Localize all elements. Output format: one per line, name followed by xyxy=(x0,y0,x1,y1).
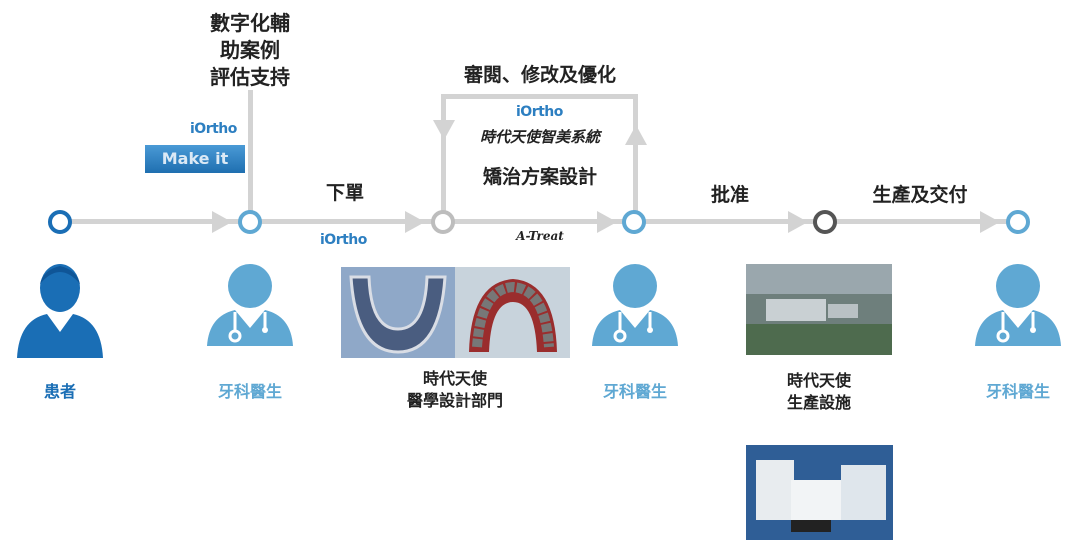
approve-label: 批准 xyxy=(710,184,749,206)
iortho-logo: iOrtho xyxy=(516,104,563,120)
facility-line-1: 時代天使 xyxy=(786,371,851,390)
loop-top-line xyxy=(441,94,638,99)
node-dentist xyxy=(622,210,646,234)
arrow-up-icon xyxy=(625,125,647,145)
support-label: 數字化輔 助案例 評估支持 xyxy=(190,10,310,91)
product-packaging-image xyxy=(746,445,893,540)
iortho-logo: iOrtho xyxy=(190,121,237,137)
node-dentist xyxy=(238,210,262,234)
facility-label: 時代天使 生產設施 xyxy=(745,370,893,414)
dental-scan-image xyxy=(341,267,570,358)
dentist-label: 牙科醫生 xyxy=(985,382,1050,401)
node-dentist xyxy=(1006,210,1030,234)
iortho-logo: iOrtho xyxy=(320,232,367,248)
dentist-label: 牙科醫生 xyxy=(217,382,282,401)
node-production xyxy=(813,210,837,234)
design-dept-line-2: 醫學設計部門 xyxy=(406,391,503,410)
arrow-right-icon xyxy=(788,211,808,233)
arrow-down-icon xyxy=(433,120,455,140)
produce-label: 生產及交付 xyxy=(872,184,968,206)
design-label: 矯治方案設計 xyxy=(482,166,597,188)
arrow-right-icon xyxy=(597,211,617,233)
design-dept-label: 時代天使 醫學設計部門 xyxy=(370,368,540,412)
arrow-right-icon xyxy=(405,211,425,233)
atreat-label: A-Treat xyxy=(516,229,564,243)
node-patient xyxy=(48,210,72,234)
design-dept-line-1: 時代天使 xyxy=(422,369,487,388)
patient-label: 患者 xyxy=(43,382,76,401)
review-label: 審閱、修改及優化 xyxy=(463,64,616,86)
support-line-1: 數字化輔 xyxy=(210,11,290,35)
flow-line xyxy=(60,219,1020,224)
dentist-icon xyxy=(975,264,1061,346)
patient-icon xyxy=(17,264,103,358)
arrow-right-icon xyxy=(212,211,232,233)
dentist-icon xyxy=(592,264,678,346)
loop-right-line xyxy=(633,94,638,220)
dentist-icon xyxy=(207,264,293,346)
arrow-right-icon xyxy=(980,211,1000,233)
system-label: 時代天使智美系統 xyxy=(479,128,600,146)
makeit-logo: Make it xyxy=(145,145,245,173)
support-line xyxy=(248,90,253,220)
loop-left-line xyxy=(441,94,446,220)
production-facility-image xyxy=(746,264,892,355)
facility-line-2: 生產設施 xyxy=(786,393,851,412)
support-line-3: 評估支持 xyxy=(210,65,290,89)
order-label: 下單 xyxy=(325,182,364,204)
dentist-label: 牙科醫生 xyxy=(602,382,667,401)
node-design xyxy=(431,210,455,234)
support-line-2: 助案例 xyxy=(220,38,280,62)
